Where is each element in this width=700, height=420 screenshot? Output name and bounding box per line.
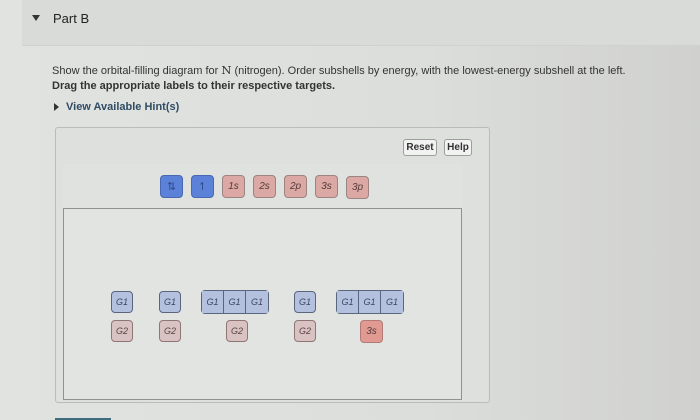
part-title: Part B [53, 11, 90, 26]
target-g1-col4[interactable]: G1 [294, 291, 316, 313]
subshell-tile-3s[interactable]: 3s [315, 175, 338, 198]
target-g2-col2[interactable]: G2 [159, 320, 181, 342]
single-electron-arrow-tile[interactable]: ↿ [191, 175, 214, 198]
target-g1-group-col3: G1 G1 G1 [201, 290, 269, 314]
target-g2-col3[interactable]: G2 [226, 320, 248, 342]
help-button[interactable]: Help [444, 139, 472, 156]
up-down-arrow-icon: ⇅ [166, 181, 177, 193]
target-g1-col5-b[interactable]: G1 [359, 291, 381, 313]
submit-button[interactable] [55, 418, 111, 420]
target-g1-col5-c[interactable]: G1 [381, 291, 403, 313]
subshell-tile-2p[interactable]: 2p [284, 175, 307, 198]
placed-subshell-tile-3s[interactable]: 3s [360, 320, 383, 343]
part-header[interactable]: Part B [22, 0, 700, 46]
element-symbol: N [221, 63, 232, 77]
question-instructions: Show the orbital-filling diagram for N (… [52, 63, 626, 77]
paired-electron-arrow-tile[interactable]: ⇅ [160, 175, 183, 198]
subshell-tile-1s[interactable]: 1s [222, 175, 245, 198]
target-g1-col3-a[interactable]: G1 [202, 291, 224, 313]
target-g1-col3-c[interactable]: G1 [246, 291, 268, 313]
drag-instructions: Drag the appropriate labels to their res… [52, 80, 336, 92]
up-arrow-icon: ↿ [197, 181, 208, 193]
reset-button[interactable]: Reset [403, 139, 437, 156]
target-g1-group-col5: G1 G1 G1 [336, 290, 404, 314]
subshell-tile-3p[interactable]: 3p [346, 176, 369, 199]
target-g2-col4[interactable]: G2 [294, 320, 316, 342]
target-g1-col3-b[interactable]: G1 [224, 291, 246, 313]
target-g2-col1[interactable]: G2 [111, 320, 133, 342]
caret-right-icon [54, 103, 59, 111]
subshell-tile-2s[interactable]: 2s [253, 175, 276, 198]
target-g1-col1[interactable]: G1 [111, 291, 133, 313]
target-g1-col2[interactable]: G1 [159, 291, 181, 313]
view-hints-link[interactable]: View Available Hint(s) [54, 101, 179, 113]
instructions-suffix: (nitrogen). Order subshells by energy, w… [231, 65, 626, 77]
instructions-prefix: Show the orbital-filling diagram for [52, 65, 222, 77]
target-g1-col5-a[interactable]: G1 [337, 291, 359, 313]
caret-down-icon[interactable] [32, 15, 40, 21]
hint-label[interactable]: View Available Hint(s) [66, 101, 180, 113]
